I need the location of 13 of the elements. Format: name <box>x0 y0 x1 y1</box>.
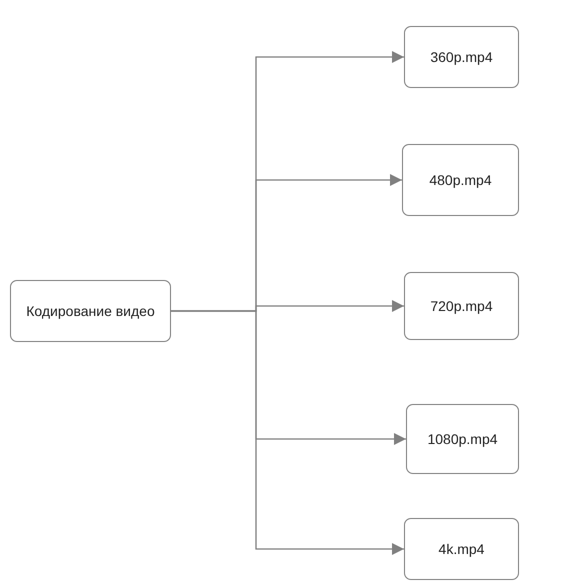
node-label: 480p.mp4 <box>428 172 493 188</box>
node-label: 1080p.mp4 <box>426 431 499 447</box>
node-label: 720p.mp4 <box>429 298 494 314</box>
node-label: Кодирование видео <box>25 303 156 319</box>
output-file-box <box>406 404 519 474</box>
process-box <box>10 280 171 342</box>
output-file-box <box>404 272 519 340</box>
output-file-box <box>402 144 519 216</box>
output-file-box <box>404 26 519 88</box>
output-file-box <box>404 518 519 580</box>
arrow <box>171 310 404 555</box>
node-label: 4k.mp4 <box>438 541 486 557</box>
node-label: 360p.mp4 <box>429 49 494 65</box>
